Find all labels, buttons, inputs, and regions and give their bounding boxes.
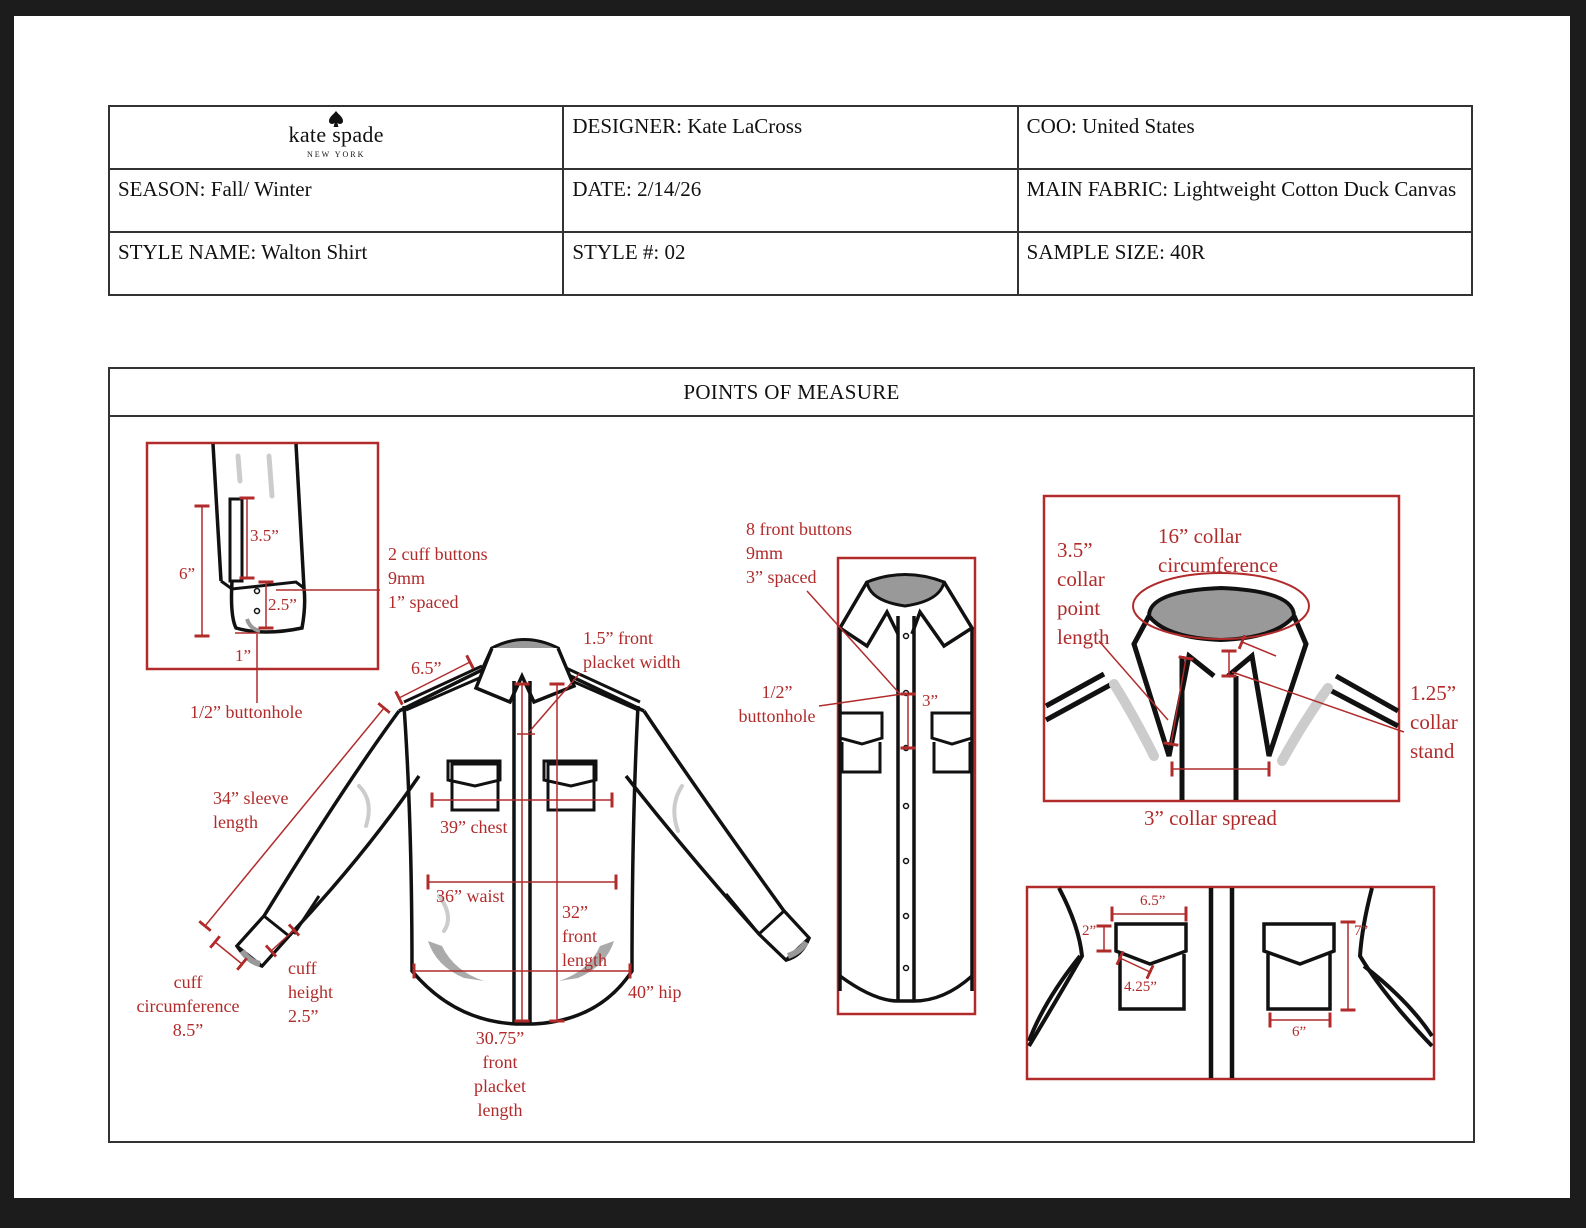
points-of-measure-frame: POINTS OF MEASURE: [108, 367, 1475, 1143]
sample-size-cell: SAMPLE SIZE: 40R: [1016, 231, 1474, 296]
chest-label: 39” chest: [440, 817, 508, 837]
shoulder-label: 6.5”: [411, 658, 442, 678]
waist-label: 36” waist: [436, 886, 505, 906]
cuff-buttons-label: 2 cuff buttons 9mm 1” spaced: [388, 544, 488, 612]
sleeve-length-label: 34” sleeve length: [213, 788, 289, 832]
cuff-height-detail-label: 2.5”: [268, 595, 297, 614]
pocket-height-label: 7”: [1354, 923, 1369, 939]
date-cell: DATE: 2/14/26: [562, 168, 1019, 233]
front-placket-length-label: 30.75” front placket length: [474, 1028, 526, 1120]
collar-spread-label: 3” collar spread: [1144, 806, 1277, 830]
hip-label: 40” hip: [628, 982, 682, 1002]
coo-cell: COO: United States: [1016, 105, 1474, 170]
collar-point-length-label: 3.5” collar point length: [1057, 538, 1110, 649]
front-length-label: 32” front length: [562, 902, 607, 970]
spec-header-table: kate spade NEW YORK DESIGNER: Kate LaCro…: [107, 105, 1474, 296]
collar-stand-label: 1.25” collar stand: [1410, 681, 1458, 763]
button-spacing-label: 3”: [922, 691, 939, 710]
collar-circumference-label: 16” collar circumference: [1158, 524, 1279, 577]
pocket-detail-box: [1025, 885, 1436, 1081]
main-fabric-cell: MAIN FABRIC: Lightweight Cotton Duck Can…: [1016, 168, 1474, 233]
spade-logo-icon: [329, 111, 344, 127]
technical-drawing: [145, 441, 1436, 1081]
front-detail-box: [806, 556, 977, 1016]
cuff-circumference-label: cuff circumference 8.5”: [136, 972, 240, 1040]
logo-cell: kate spade NEW YORK: [107, 105, 565, 170]
shirt-front-drawing: [198, 638, 812, 1026]
pocket-flap-width-label: 4.25”: [1124, 979, 1157, 995]
collar-detail-box: [1042, 494, 1405, 803]
cuff-button-spacing-label: 1”: [235, 646, 252, 665]
style-name-cell: STYLE NAME: Walton Shirt: [107, 231, 565, 296]
pom-title: POINTS OF MEASURE: [110, 369, 1473, 417]
cuff-detail-box: [145, 441, 380, 703]
designer-cell: DESIGNER: Kate LaCross: [562, 105, 1019, 170]
cuff-placket-length-label: 3.5”: [250, 526, 279, 545]
style-number-cell: STYLE #: 02: [562, 231, 1019, 296]
placket-width-label: 1.5” front placket width: [583, 628, 681, 672]
front-buttonhole-label: 1/2” buttonhole: [738, 682, 816, 726]
pocket-width-label: 6.5”: [1140, 893, 1166, 909]
cuff-buttonhole-label: 1/2” buttonhole: [190, 702, 303, 722]
pocket-flap-height-label: 2”: [1082, 923, 1097, 939]
tech-pack-page: kate spade NEW YORK DESIGNER: Kate LaCro…: [14, 16, 1570, 1198]
front-buttons-label: 8 front buttons 9mm 3” spaced: [746, 519, 852, 587]
cuff-height-label: cuff height 2.5”: [288, 958, 333, 1026]
cuff-length-label: 6”: [179, 564, 196, 583]
brand-name: kate spade: [288, 122, 384, 147]
season-cell: SEASON: Fall/ Winter: [107, 168, 565, 233]
pocket-bottom-width-label: 6”: [1292, 1024, 1307, 1040]
brand-sub: NEW YORK: [306, 150, 366, 159]
